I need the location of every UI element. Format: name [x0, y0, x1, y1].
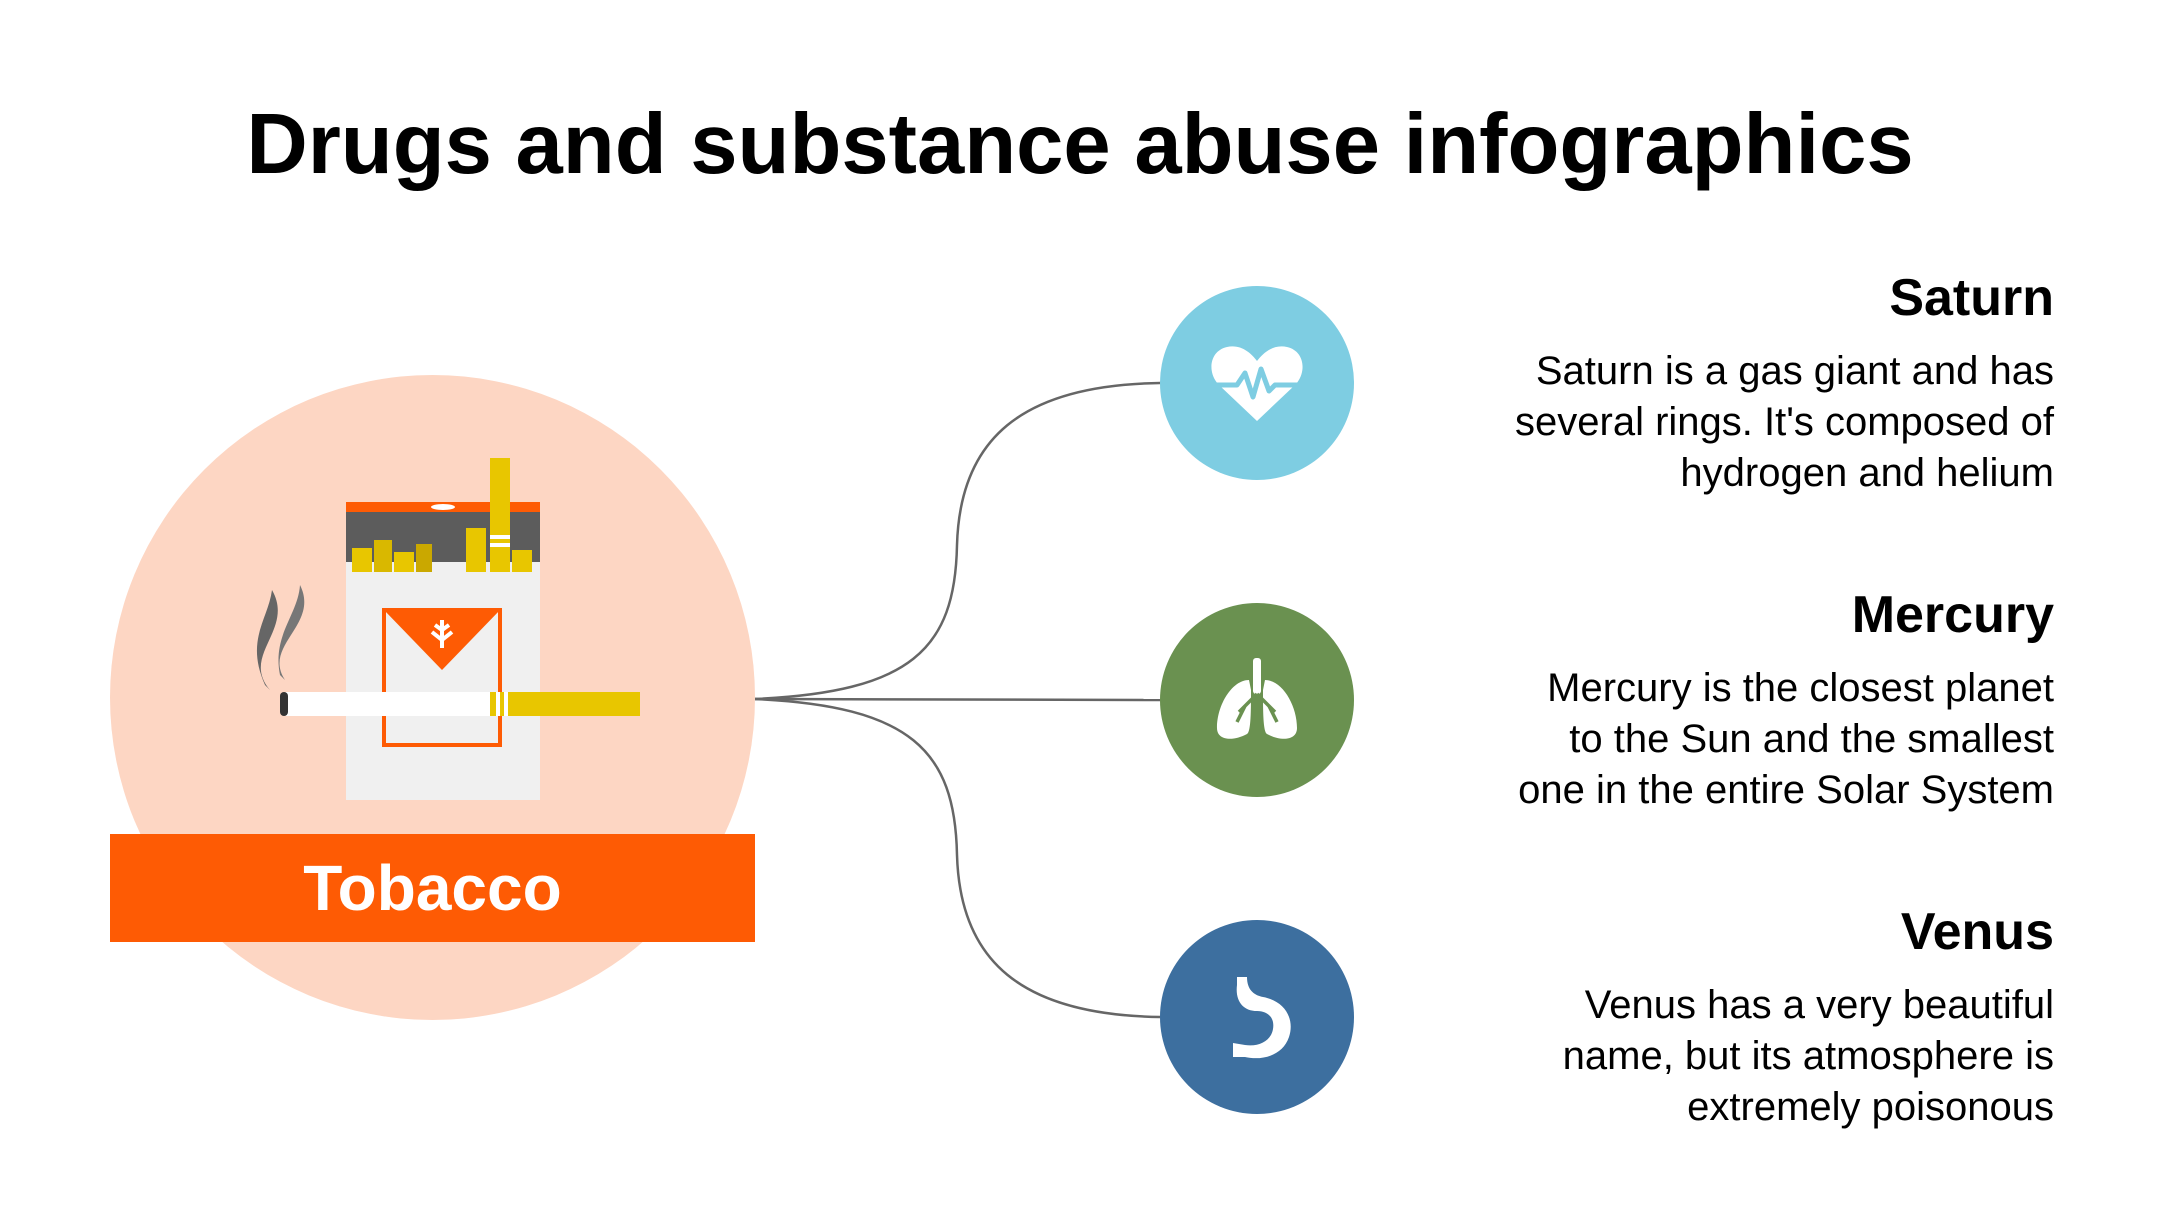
- venus-description: Venus has a very beautiful name, but its…: [1562, 983, 2054, 1129]
- venus-title: Venus: [1900, 903, 2054, 961]
- saturn-title: Saturn: [1889, 269, 2054, 327]
- heart-pulse-icon: [1211, 346, 1303, 421]
- saturn-description: Saturn is a gas giant and has several ri…: [1515, 349, 2054, 495]
- cigarette-pack-icon: [256, 458, 640, 800]
- venus-block: Venus Venus has a very beautiful name, b…: [1354, 902, 2054, 1133]
- tobacco-label-bar: Tobacco: [110, 834, 755, 942]
- stomach-icon: [1233, 977, 1291, 1059]
- mercury-icon-circle: [1160, 603, 1354, 797]
- venus-icon-circle: [1160, 920, 1354, 1114]
- mercury-description: Mercury is the closest planet to the Sun…: [1518, 666, 2054, 812]
- saturn-icon-circle: [1160, 286, 1354, 480]
- saturn-block: Saturn Saturn is a gas giant and has sev…: [1354, 268, 2054, 499]
- tobacco-label: Tobacco: [303, 852, 562, 924]
- mercury-title: Mercury: [1851, 586, 2054, 644]
- lungs-icon: [1217, 658, 1297, 739]
- connector-line-bottom: [754, 697, 1161, 1019]
- connector-line-top: [754, 381, 1161, 701]
- connector-line-middle: [754, 697, 1161, 702]
- mercury-block: Mercury Mercury is the closest planet to…: [1354, 585, 2054, 816]
- page-title: Drugs and substance abuse infographics: [246, 97, 1914, 192]
